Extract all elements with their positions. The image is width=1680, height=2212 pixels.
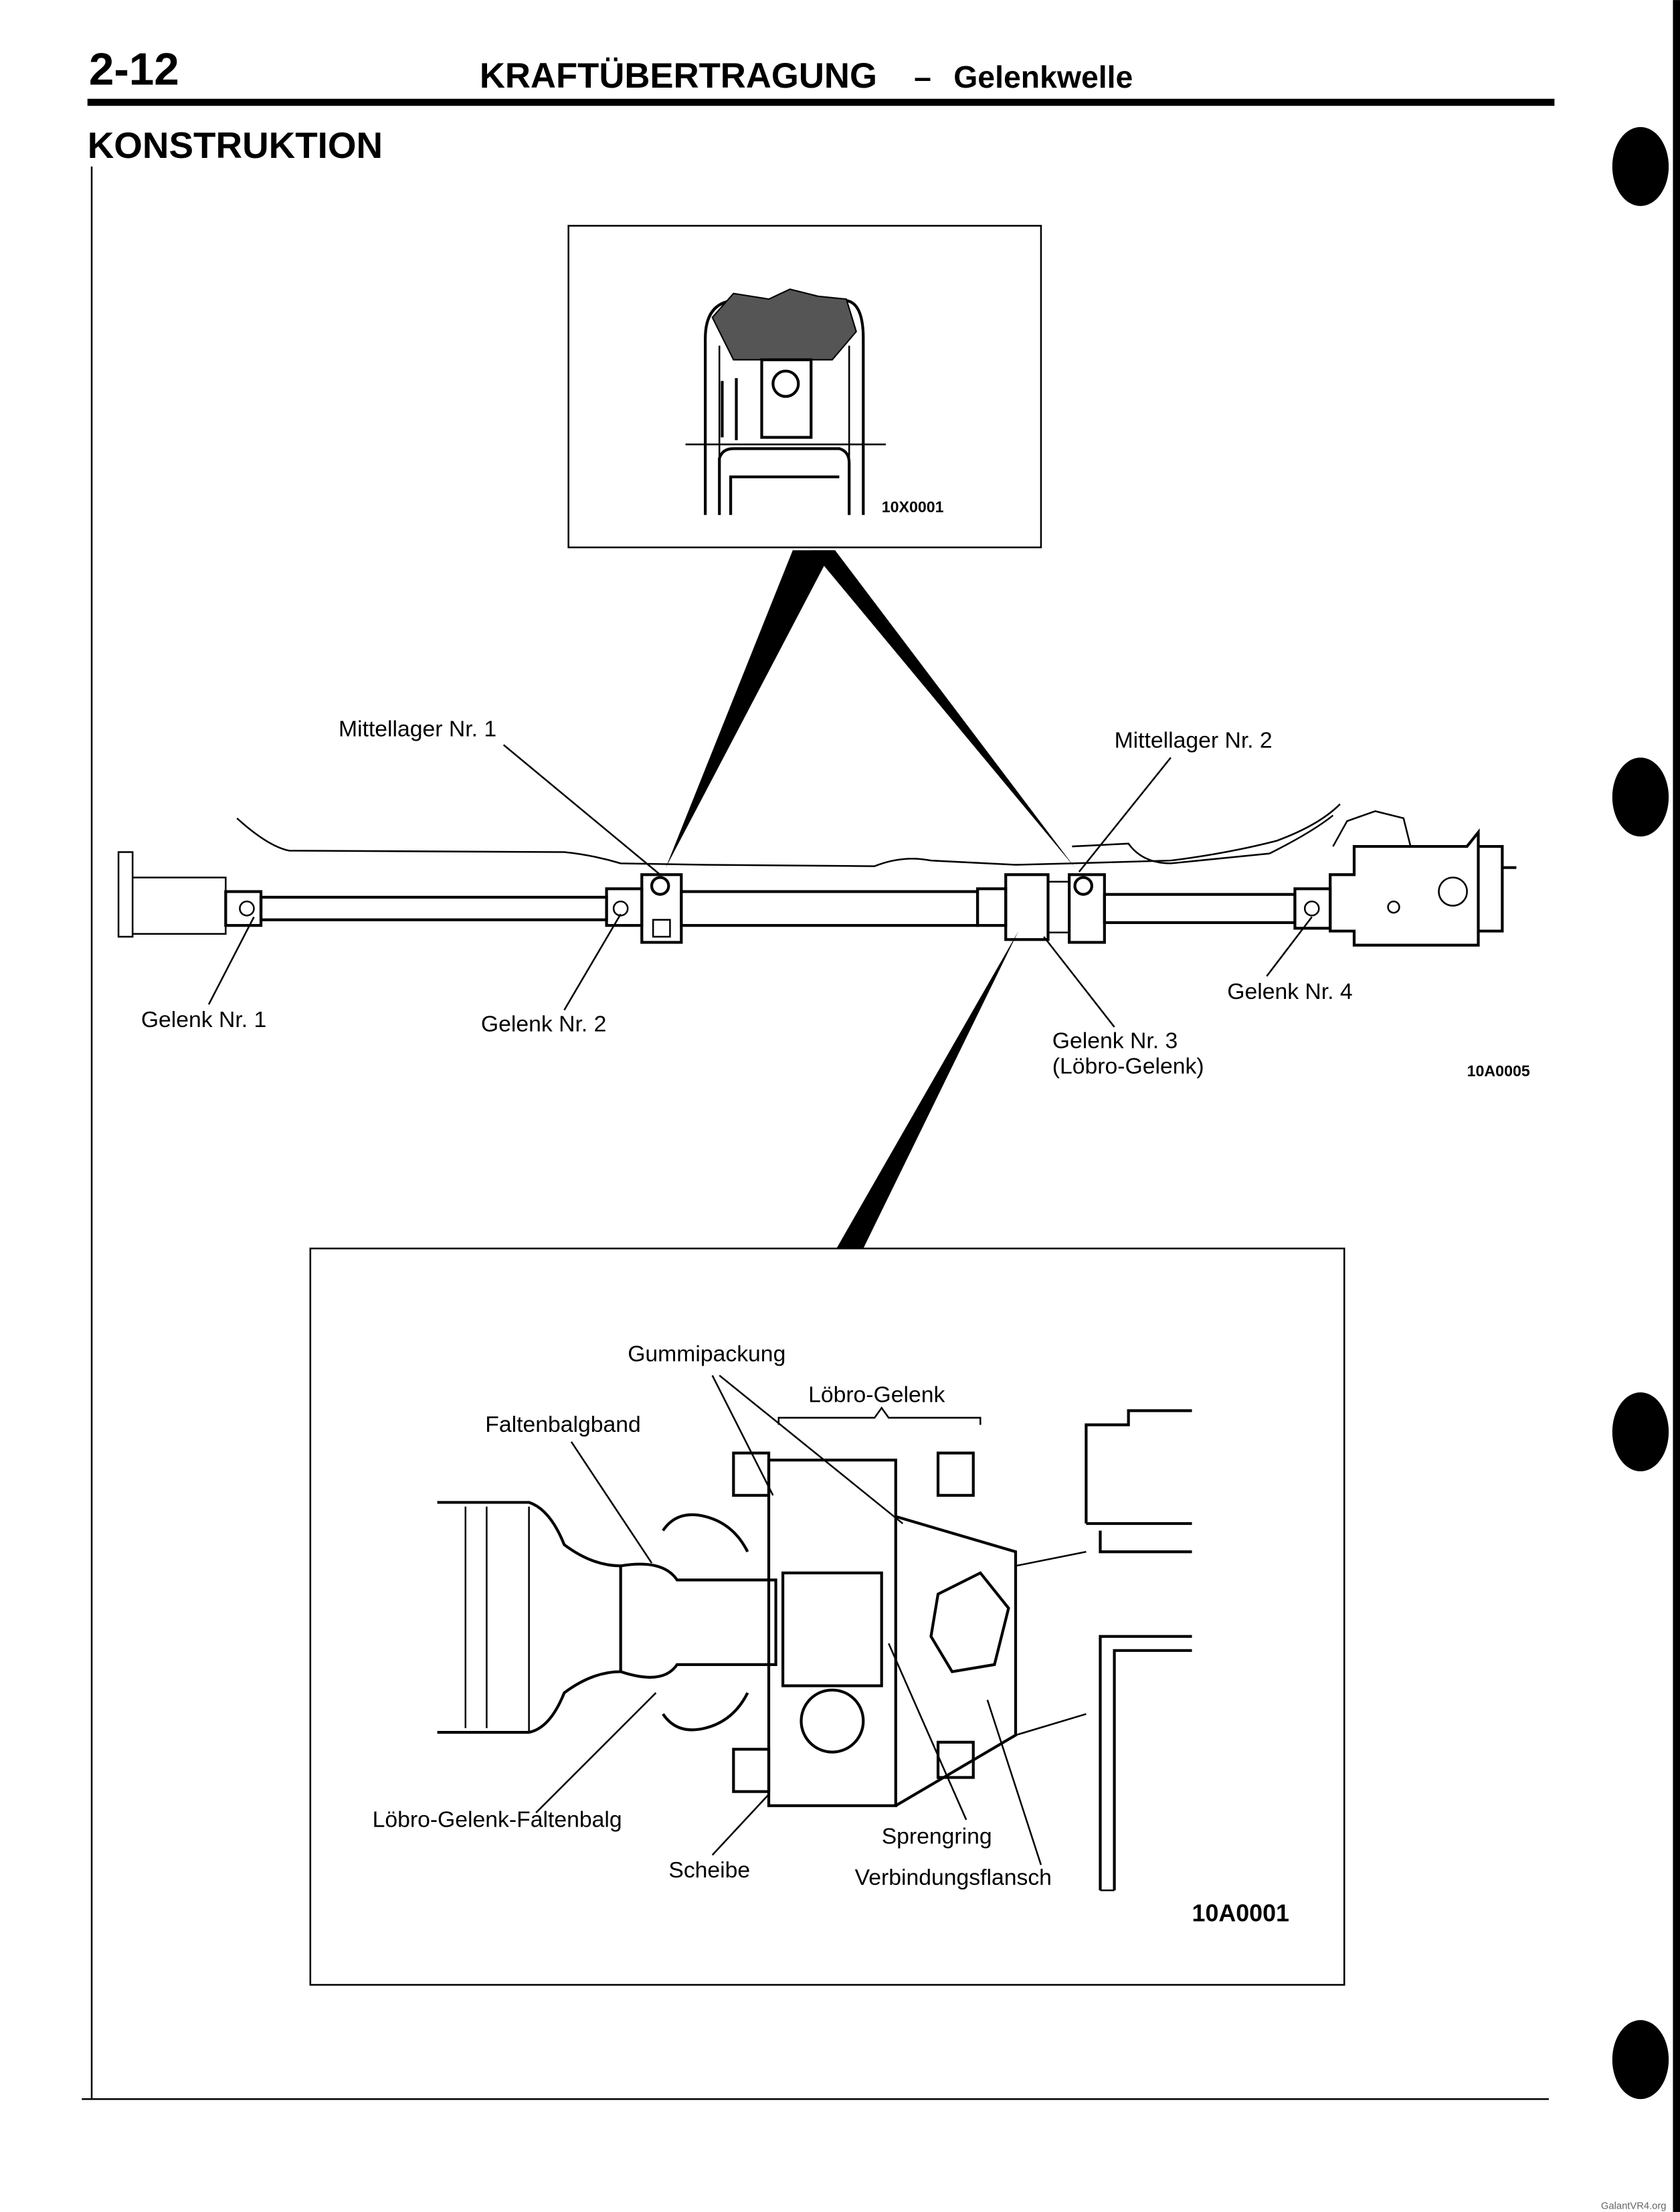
label-gelenk-3-sub: (Löbro-Gelenk) xyxy=(1052,1054,1204,1079)
page-number: 2-12 xyxy=(89,45,179,95)
detail-frame xyxy=(567,225,1042,549)
punch-hole xyxy=(1612,1392,1669,1472)
label-loebro-gelenk: Löbro-Gelenk xyxy=(808,1382,945,1408)
figure-code: 10A0005 xyxy=(1467,1063,1530,1080)
scan-edge xyxy=(1673,0,1680,2212)
label-sprengring: Sprengring xyxy=(882,1824,992,1849)
label-gelenk-2: Gelenk Nr. 2 xyxy=(481,1011,606,1036)
label-verbindungsflansch: Verbindungsflansch xyxy=(855,1865,1052,1890)
title-separator: – xyxy=(914,60,931,94)
figure-code: 10X0001 xyxy=(882,498,944,515)
label-gelenk-4: Gelenk Nr. 4 xyxy=(1227,979,1352,1004)
label-faltenbalgband: Faltenbalgband xyxy=(485,1412,640,1437)
label-scheibe: Scheibe xyxy=(668,1857,750,1883)
label-mittellager-2: Mittellager Nr. 2 xyxy=(1115,727,1273,753)
label-faltenbalg: Löbro-Gelenk-Faltenbalg xyxy=(373,1807,622,1832)
label-gummipackung: Gummipackung xyxy=(628,1342,785,1367)
callout-wedge xyxy=(811,550,1075,868)
figure-code: 10A0001 xyxy=(1192,1900,1289,1927)
punch-hole xyxy=(1612,126,1669,206)
loebro-joint-detail: Gummipackung Löbro-Gelenk Faltenbalgband… xyxy=(309,1247,1345,1986)
punch-hole xyxy=(1612,757,1669,837)
center-bearing-detail: 10X0001 xyxy=(567,225,1042,549)
callout-wedge xyxy=(836,931,1019,1249)
subchapter-title: Gelenkwelle xyxy=(953,60,1133,94)
label-gelenk-3: Gelenk Nr. 3 xyxy=(1052,1028,1178,1054)
callout-wedge xyxy=(666,550,832,868)
punch-hole xyxy=(1612,2020,1669,2100)
label-gelenk-1: Gelenk Nr. 1 xyxy=(141,1007,266,1032)
watermark: GalantVR4.org xyxy=(1601,2201,1667,2212)
label-mittellager-1: Mittellager Nr. 1 xyxy=(339,717,496,742)
detail-frame xyxy=(309,1247,1345,1986)
binder-holes xyxy=(1612,126,1669,2100)
chapter-title: KRAFTÜBERTRAGUNG xyxy=(480,56,877,96)
section-title: KONSTRUKTION xyxy=(88,124,383,166)
propeller-shaft-overview: Mittellager Nr. 1 Mittellager Nr. 2 Gele… xyxy=(117,717,1530,1080)
header-rule xyxy=(87,98,1555,106)
